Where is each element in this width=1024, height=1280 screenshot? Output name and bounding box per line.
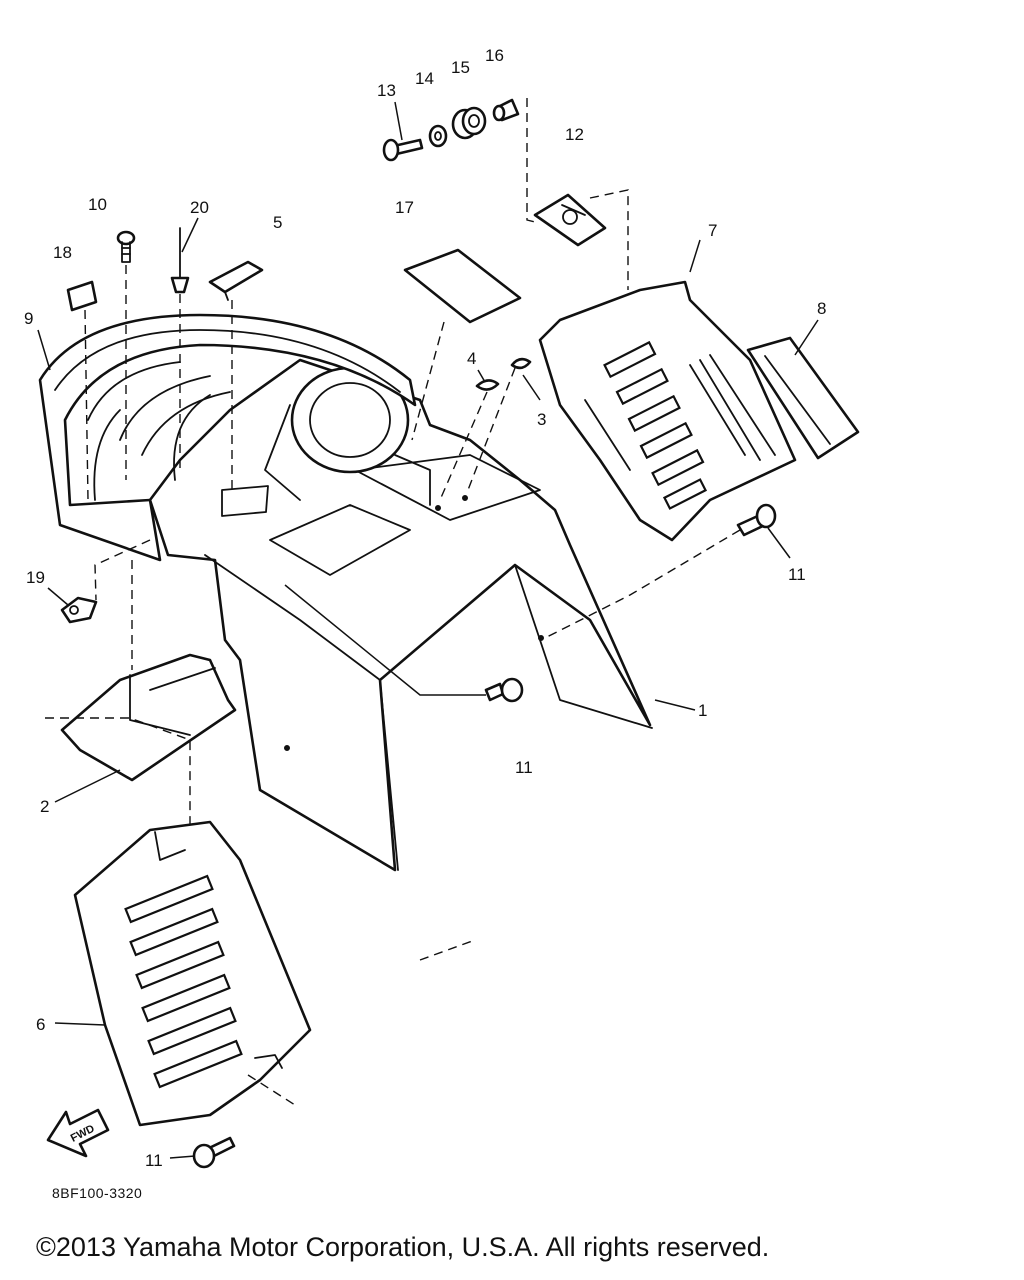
part-20-rivet: [170, 227, 190, 294]
callout-11-center: 11: [515, 758, 533, 777]
callout-leaders: [37, 101, 819, 1159]
callout-11-right: 11: [788, 565, 806, 584]
callout-13: 13: [377, 81, 396, 100]
callout-14: 14: [415, 69, 434, 88]
part-12-tail-light-plate: [533, 193, 607, 247]
callout-12: 12: [565, 125, 584, 144]
exploded-parts-diagram: FWD 1 2 3 4 5 6 7 8 9 10 11 11 11 12 13 …: [24, 46, 860, 1200]
part-11-bolt-bottom: [192, 1136, 236, 1169]
drawing-code: 8BF100-3320: [52, 1185, 142, 1200]
part-7-right-side-cover: [538, 280, 797, 542]
part-19-clip: [60, 596, 98, 624]
callout-1: 1: [698, 701, 707, 720]
callout-10: 10: [88, 195, 107, 214]
callout-8: 8: [817, 299, 826, 318]
copyright-notice: ©2013 Yamaha Motor Corporation, U.S.A. A…: [36, 1232, 770, 1262]
assembly-lines: [45, 98, 741, 1106]
part-3-clip: [510, 357, 532, 370]
part-9-upper-rail: [38, 313, 417, 562]
callout-5: 5: [273, 213, 282, 232]
callout-16: 16: [485, 46, 504, 65]
part-8-side-panel-pad: [746, 336, 860, 460]
part-11-bolt-center: [484, 677, 524, 703]
callout-4: 4: [467, 349, 476, 368]
part-4-clip: [475, 379, 500, 391]
callout-17: 17: [395, 198, 414, 217]
callout-18: 18: [53, 243, 72, 262]
callout-2: 2: [40, 797, 49, 816]
callout-3: 3: [537, 410, 546, 429]
callout-9: 9: [24, 309, 33, 328]
callout-numbers: 1 2 3 4 5 6 7 8 9 10 11 11 11 12 13 14 1…: [24, 46, 826, 1170]
callout-20: 20: [190, 198, 209, 217]
part-18-cap: [66, 280, 98, 312]
callout-19: 19: [26, 568, 45, 587]
part-5-latch-plate: [208, 260, 264, 301]
part-11-bolt-right: [736, 503, 777, 537]
part-10-screw: [116, 230, 136, 263]
parts-13-16-fastener-set: [382, 98, 520, 162]
callout-11-bottom: 11: [145, 1151, 163, 1170]
part-6-left-side-cover: [73, 820, 312, 1127]
fwd-arrow-icon: FWD: [46, 1108, 110, 1158]
part-17-label-decal: [403, 248, 522, 324]
callout-7: 7: [708, 221, 717, 240]
part-2-inner-bracket: [60, 653, 237, 782]
part-1-rear-body: [148, 358, 653, 872]
callout-15: 15: [451, 58, 470, 77]
callout-6: 6: [36, 1015, 45, 1034]
